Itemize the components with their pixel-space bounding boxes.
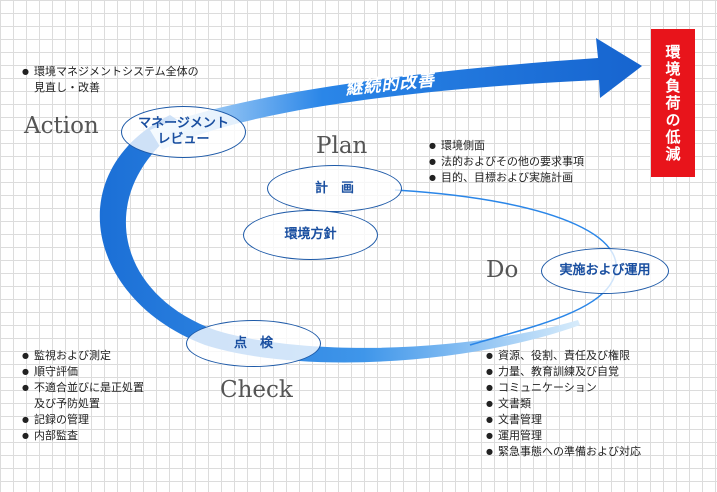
do-list: 資源、役割、責任及び権限 力量、教育訓練及び自覚 コミュニケーション 文書類 文… (486, 348, 706, 460)
policy-label: 環境方針 (284, 227, 337, 242)
stage-do: Do (486, 257, 519, 283)
list-item: 記録の管理 (22, 412, 212, 428)
list-item: 環境側面 (429, 138, 644, 154)
check-label: 点 検 (233, 335, 273, 351)
list-item: 不適合並びに是正処置 及び予防処置 (22, 380, 212, 412)
list-item: 監視および測定 (22, 348, 212, 364)
management-review-label: マネージメント レビュー (138, 116, 229, 147)
list-item: 目的、目標および実施計画 (429, 170, 644, 186)
check-list: 監視および測定 順守評価 不適合並びに是正処置 及び予防処置 記録の管理 内部監… (22, 348, 212, 444)
implementation-oval: 実施および運用 (541, 248, 669, 294)
management-review-oval: マネージメント レビュー (121, 106, 246, 158)
list-item: 緊急事態への準備および対応 (486, 444, 706, 460)
list-item: コミュニケーション (486, 380, 706, 396)
list-item: 運用管理 (486, 428, 706, 444)
policy-oval: 環境方針 (243, 210, 378, 260)
plan-oval: 計 画 (267, 165, 402, 212)
list-item: 内部監査 (22, 428, 212, 444)
stage-action: Action (24, 113, 99, 139)
list-item: 文書管理 (486, 412, 706, 428)
list-item: 法的およびその他の要求事項 (429, 154, 644, 170)
stage-plan: Plan (316, 133, 368, 159)
list-item: 文書類 (486, 396, 706, 412)
stage-check: Check (220, 377, 293, 403)
list-item: 順守評価 (22, 364, 212, 380)
implementation-label: 実施および運用 (559, 263, 651, 278)
plan-label: 計 画 (314, 180, 354, 196)
environmental-load-reduction-box: 環境負荷の低減 (651, 29, 695, 177)
action-list: 環境マネジメントシステム全体の 見直し・改善 (22, 64, 237, 96)
target-label: 環境負荷の低減 (663, 43, 682, 163)
list-item: 資源、役割、責任及び権限 (486, 348, 706, 364)
list-item: 力量、教育訓練及び自覚 (486, 364, 706, 380)
cycle-arrow-icon (150, 38, 642, 150)
plan-list: 環境側面 法的およびその他の要求事項 目的、目標および実施計画 (429, 138, 644, 186)
list-item: 環境マネジメントシステム全体の 見直し・改善 (22, 64, 237, 96)
